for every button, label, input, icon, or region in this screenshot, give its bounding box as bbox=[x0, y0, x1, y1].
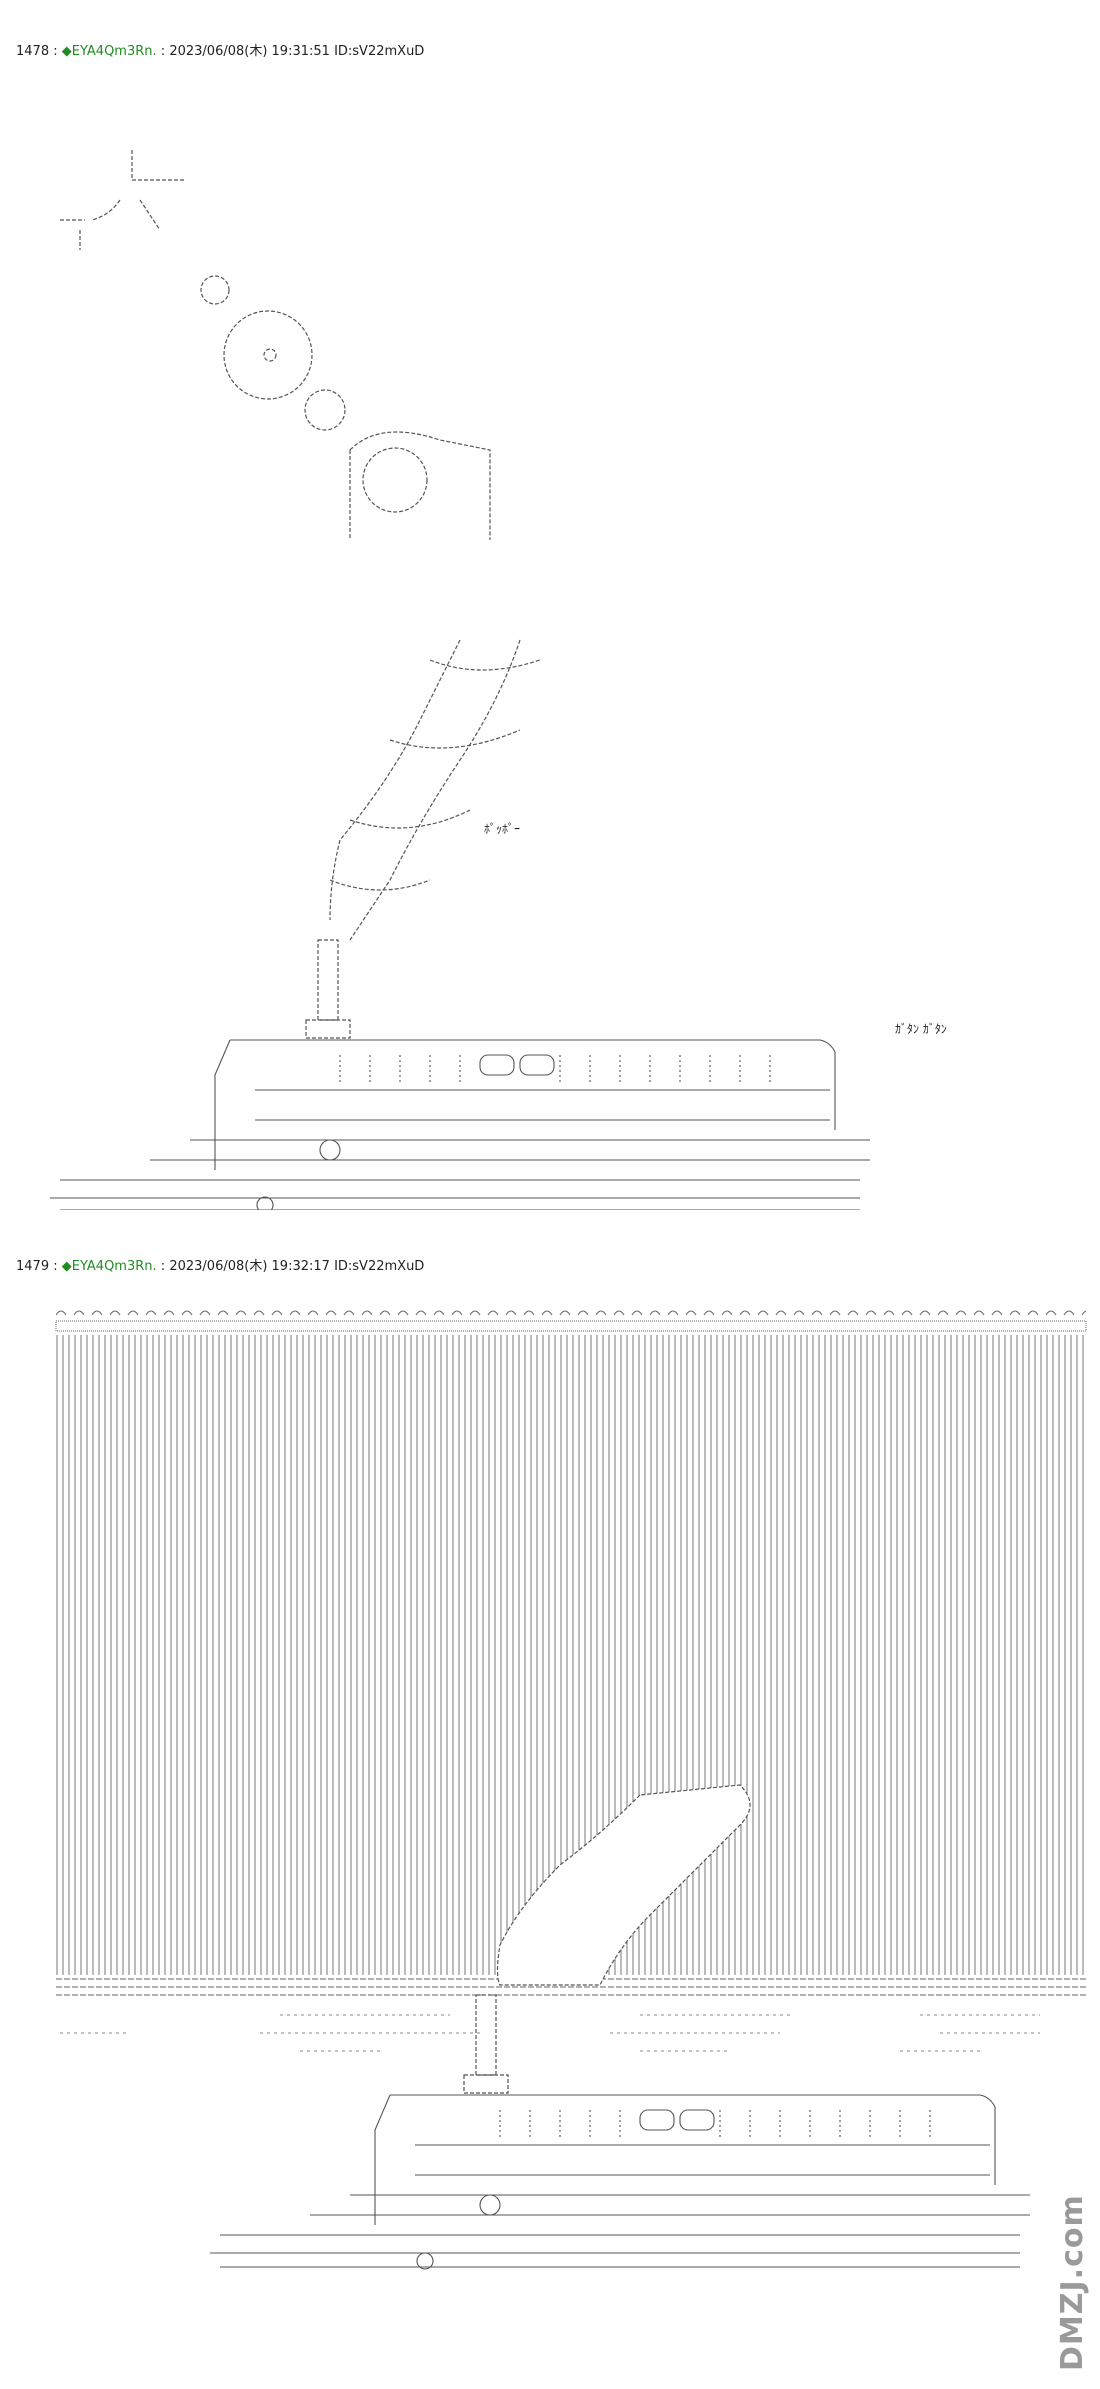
poster-id[interactable]: ID:sV22mXuD bbox=[334, 1259, 425, 1274]
post-datetime: 2023/06/08(木) 19:32:17 bbox=[169, 1259, 330, 1274]
ascii-art-train-night bbox=[50, 150, 870, 1210]
post-number[interactable]: 1479 bbox=[16, 1259, 50, 1274]
header-separator: : bbox=[53, 1259, 58, 1274]
poster-id[interactable]: ID:sV22mXuD bbox=[334, 44, 425, 59]
post-header-1479: 1479 : ◆EYA4Qm3Rn. : 2023/06/08(木) 19:32… bbox=[16, 1255, 424, 1274]
site-watermark: DMZJ.com bbox=[1055, 2194, 1090, 2371]
header-separator: : bbox=[160, 1259, 166, 1274]
poster-trip[interactable]: ◆EYA4Qm3Rn. bbox=[61, 44, 157, 59]
post-number[interactable]: 1478 bbox=[16, 44, 50, 59]
sound-effect-rattle: ｶﾞﾀﾝ ｶﾞﾀﾝ bbox=[895, 1022, 947, 1036]
post-datetime: 2023/06/08(木) 19:31:51 bbox=[169, 44, 330, 59]
ascii-art-train-rain bbox=[55, 1305, 1087, 2270]
poster-trip[interactable]: ◆EYA4Qm3Rn. bbox=[61, 1259, 157, 1274]
rain-curtain-top bbox=[56, 1305, 1086, 1319]
sound-effect-whistle: ﾎﾟｯﾎﾟｰ bbox=[484, 822, 521, 836]
post-header-1478: 1478 : ◆EYA4Qm3Rn. : 2023/06/08(木) 19:31… bbox=[16, 40, 424, 59]
header-separator: : bbox=[160, 44, 166, 59]
header-separator: : bbox=[53, 44, 58, 59]
